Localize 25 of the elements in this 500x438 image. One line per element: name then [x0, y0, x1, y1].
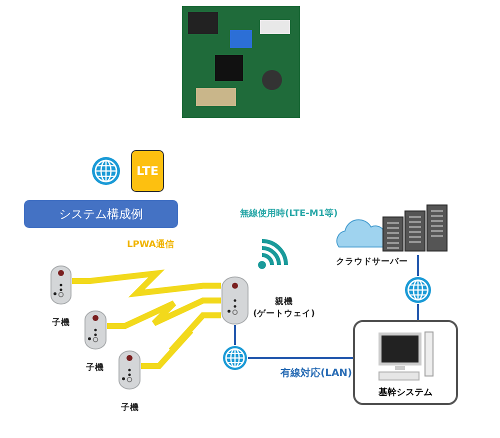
badge: LTE [131, 150, 164, 192]
lightning-bolt [141, 312, 221, 369]
device-label: クラウドサーバー [336, 256, 408, 268]
edge-label: 有線対応(LAN) [280, 366, 352, 380]
connector-line [234, 325, 236, 345]
note-label: 無線使用時(LTE-M1等) [240, 207, 338, 220]
device-drawing [221, 276, 249, 325]
device-drawing [50, 265, 72, 305]
device-drawing [118, 350, 141, 390]
device-label: 子機 [52, 317, 70, 329]
computer-box [353, 320, 458, 405]
connector-line [417, 304, 419, 320]
globe-icon [404, 276, 432, 304]
device-label: 親機 (ゲートウェイ) [252, 296, 316, 320]
device-drawing [84, 310, 107, 350]
heading-bar: システム構成例 [24, 200, 178, 228]
node-label: 基幹システム [378, 386, 434, 399]
lightning-bolt [107, 298, 221, 329]
globe-icon [222, 345, 248, 371]
device-label: 子機 [86, 362, 104, 374]
connector-line [248, 357, 353, 359]
note-label: LPWA通信 [127, 238, 174, 251]
lightning-bolt [72, 269, 221, 298]
device-label: 子機 [121, 402, 139, 414]
connector-line [417, 255, 419, 276]
